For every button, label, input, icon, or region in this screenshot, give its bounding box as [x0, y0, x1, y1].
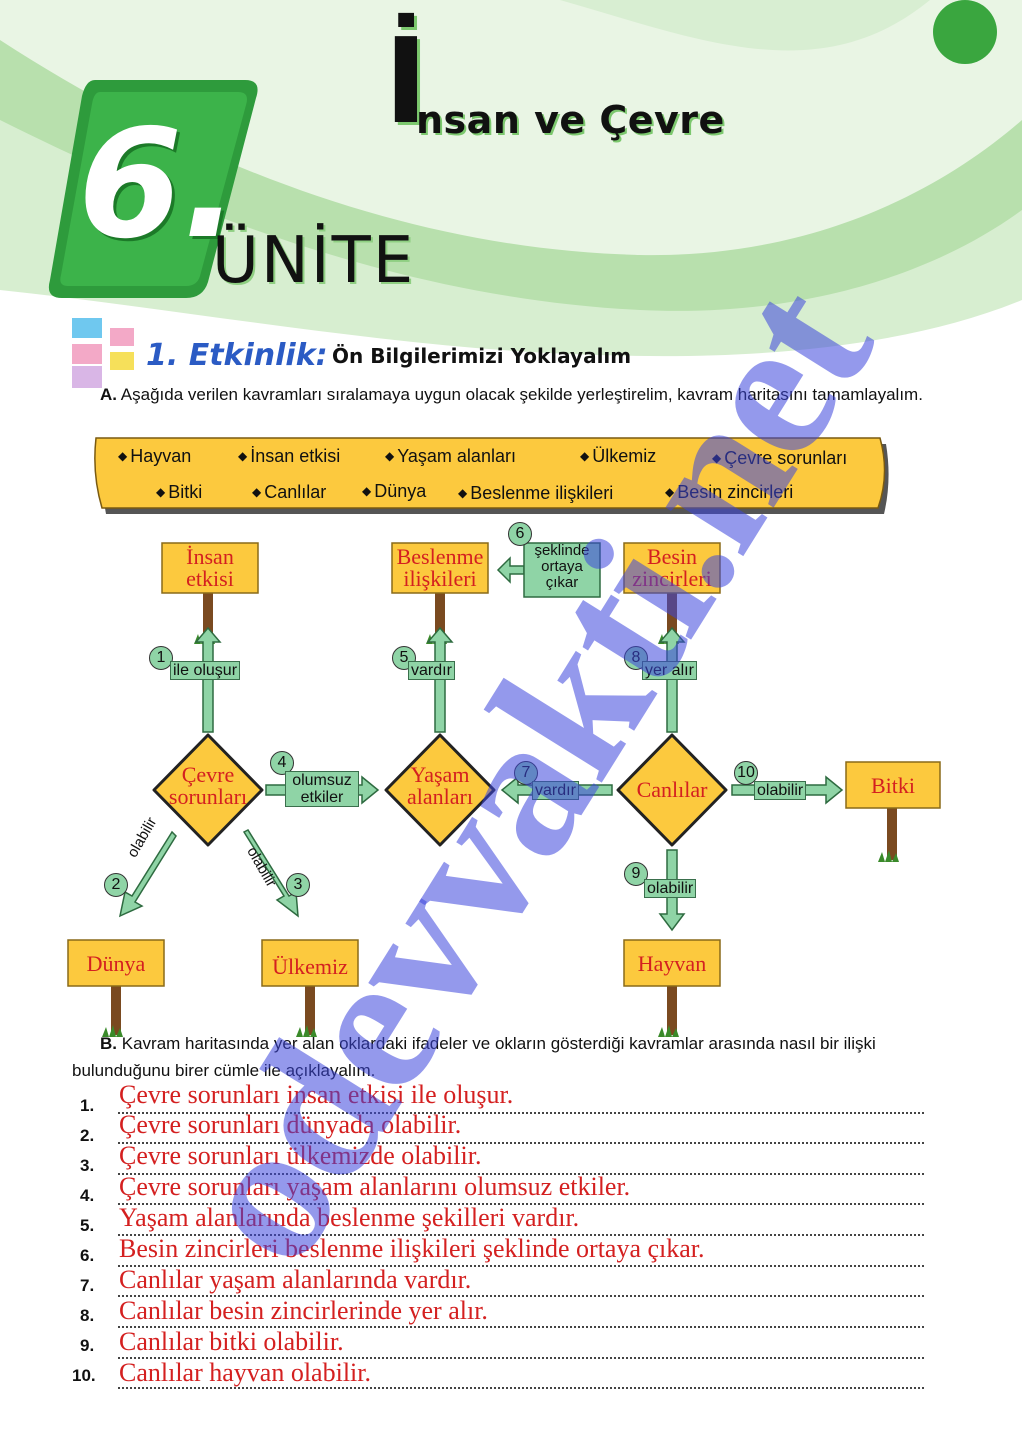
- sign-dunya: Dünya: [68, 953, 164, 975]
- answer-number: 7.: [80, 1276, 104, 1296]
- answer-number: 3.: [80, 1156, 104, 1176]
- sign-beslenme: Beslenme ilişkileri: [388, 546, 492, 590]
- answer-text: Canlılar besin zincirlerinde yer alır.: [119, 1297, 488, 1325]
- answer-text: Canlılar bitki olabilir.: [119, 1328, 344, 1356]
- arrow-label: olumsuz etkiler: [285, 771, 359, 807]
- sign-cevre: Çevre sorunları: [150, 764, 266, 808]
- sign-hayvan: Hayvan: [624, 953, 720, 975]
- arrow-number: 2: [104, 873, 128, 897]
- answer-number: 9.: [80, 1336, 104, 1356]
- answer-number: 8.: [80, 1306, 104, 1326]
- answer-number: 1.: [80, 1096, 104, 1116]
- arrow-label: olabilir: [754, 781, 806, 800]
- answer-number: 6.: [80, 1246, 104, 1266]
- part-b-instruction: B. Kavram haritasında yer alan oklardaki…: [72, 1030, 942, 1084]
- answer-number: 10.: [72, 1366, 96, 1386]
- answer-number: 5.: [80, 1216, 104, 1236]
- answer-number: 2.: [80, 1126, 104, 1146]
- arrow-number: 3: [286, 873, 310, 897]
- answer-text: Canlılar hayvan olabilir.: [119, 1359, 371, 1387]
- sign-bitki: Bitki: [846, 775, 940, 797]
- sign-insan-etkisi: İnsan etkisi: [162, 546, 258, 590]
- answer-number: 4.: [80, 1186, 104, 1206]
- arrow-label: vardır: [408, 661, 455, 680]
- arrow-label: olabilir: [644, 879, 696, 898]
- answer-text: Besin zincirleri beslenme ilişkileri şek…: [119, 1235, 705, 1263]
- arrow-label: ile oluşur: [170, 661, 240, 680]
- part-b-label: B.: [100, 1034, 117, 1053]
- sign-post: [878, 800, 899, 862]
